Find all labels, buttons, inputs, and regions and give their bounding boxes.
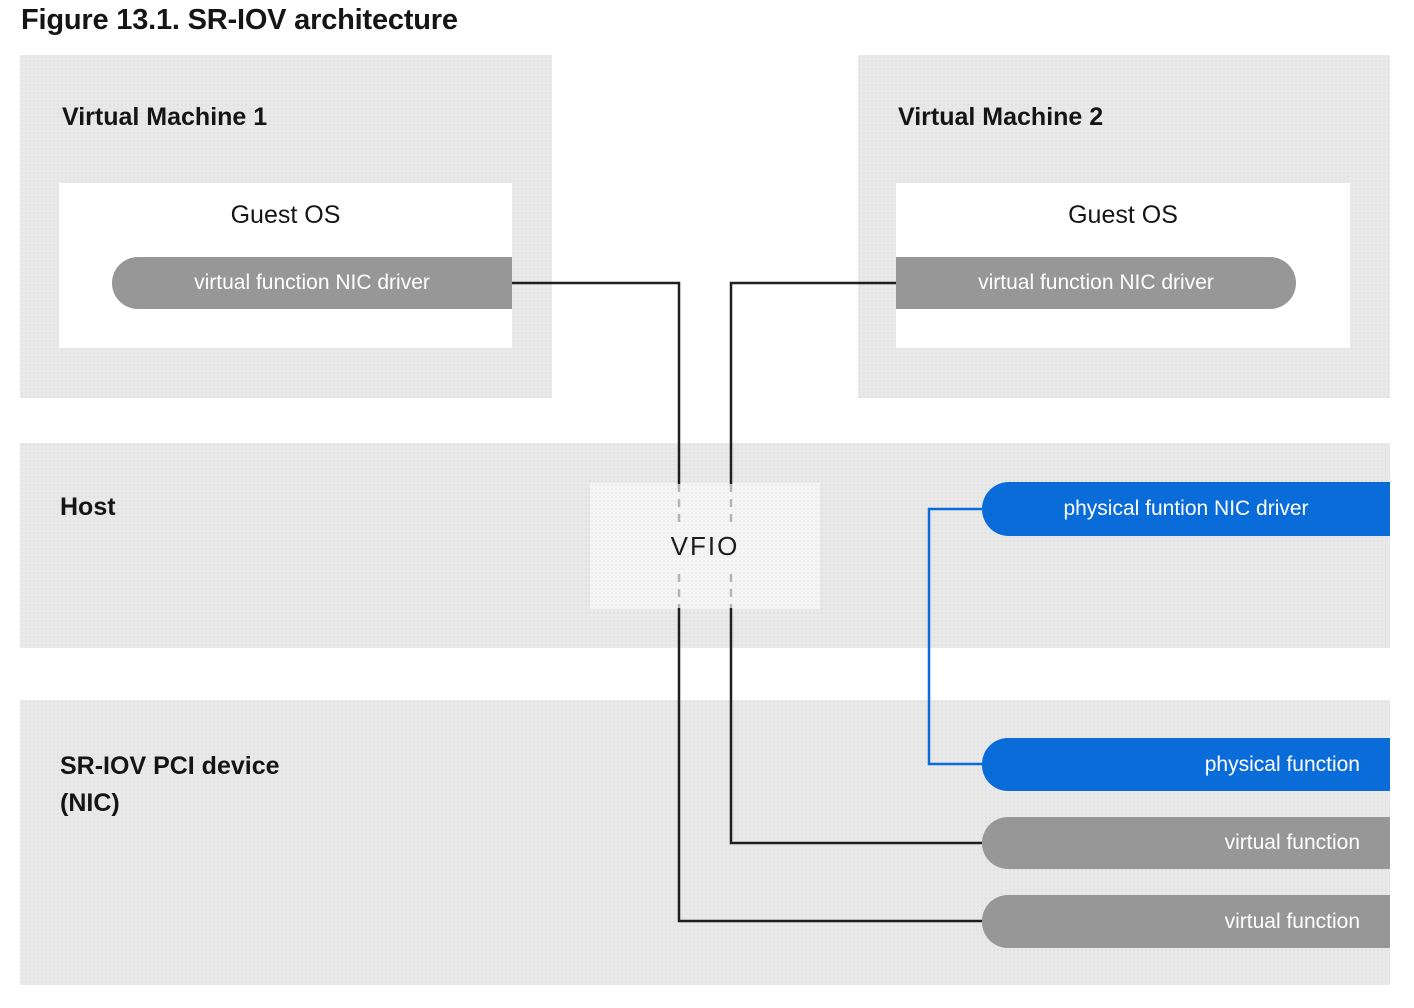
vm1-label: Virtual Machine 1 (62, 103, 268, 131)
vm2-guest-os-box: Guest OS virtual function NIC driver (896, 183, 1350, 348)
vm1-guest-os-label: Guest OS (230, 201, 341, 229)
host-band: Host VFIO physical funtion NIC driver (20, 443, 1390, 648)
vfio-box: VFIO (590, 483, 820, 609)
physical-function-nic-driver-pill: physical funtion NIC driver (982, 482, 1390, 536)
sriov-device-label-line2: (NIC) (60, 789, 120, 817)
sriov-device-label-line1: SR-IOV PCI device (60, 752, 280, 780)
vm2-label: Virtual Machine 2 (898, 103, 1104, 131)
vm1-virtual-function-nic-driver-pill: virtual function NIC driver (112, 257, 512, 309)
host-label: Host (60, 493, 116, 521)
sriov-device-label: SR-IOV PCI device (NIC) (60, 748, 280, 822)
figure-title: Figure 13.1. SR-IOV architecture (21, 4, 458, 36)
vm2-guest-os-label: Guest OS (1068, 201, 1178, 229)
virtual-function-pill-1: virtual function (982, 817, 1390, 869)
vm1-box: Virtual Machine 1 Guest OS virtual funct… (20, 55, 552, 398)
vm2-virtual-function-nic-driver-pill: virtual function NIC driver (896, 257, 1296, 309)
vm1-guest-os-box: Guest OS virtual function NIC driver (59, 183, 512, 348)
vm2-box: Virtual Machine 2 Guest OS virtual funct… (858, 55, 1390, 398)
vfio-label: VFIO (670, 530, 740, 561)
sriov-pci-device-band: SR-IOV PCI device (NIC) physical functio… (20, 700, 1390, 985)
physical-function-pill: physical function (982, 738, 1390, 791)
virtual-function-pill-2: virtual function (982, 895, 1390, 948)
